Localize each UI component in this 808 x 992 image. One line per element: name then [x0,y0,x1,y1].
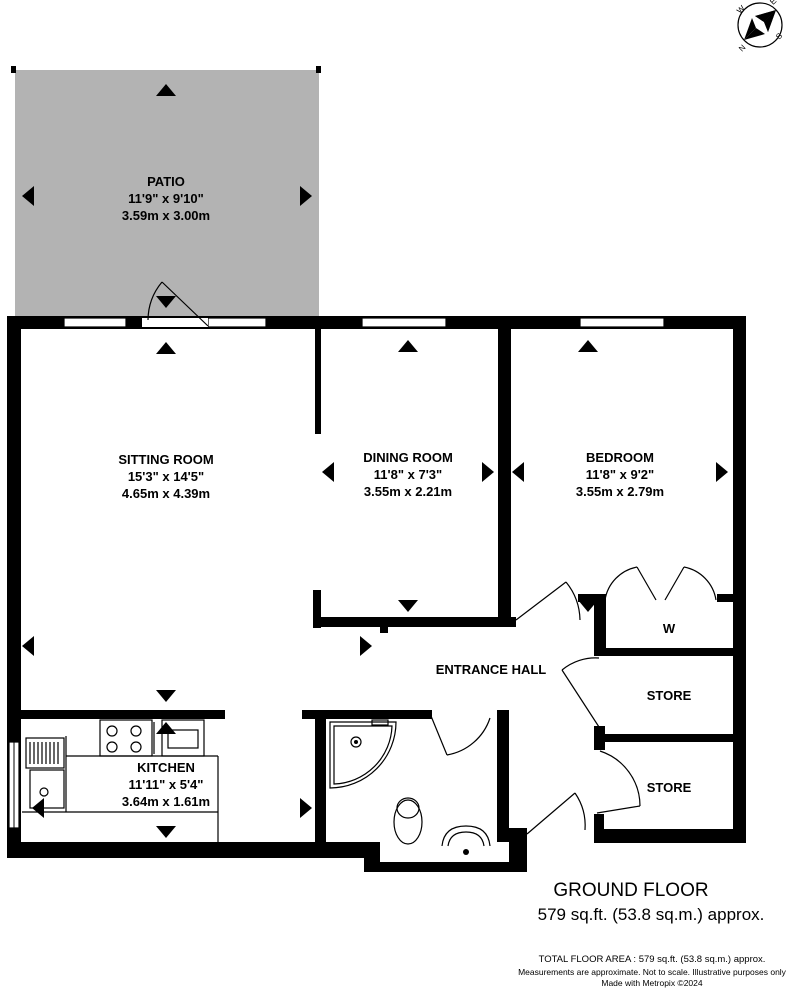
room-size-imperial: 15'3" x 14'5" [128,469,204,484]
kitchen-fittings [22,719,219,842]
total-floor-area: TOTAL FLOOR AREA : 579 sq.ft. (53.8 sq.m… [539,954,766,965]
outer-walls [7,316,746,872]
room-size-metric: 3.64m x 1.61m [122,794,210,809]
room-size-imperial: 11'9" x 9'10" [128,191,204,206]
compass-rose-icon: S W N E [735,0,784,53]
room-size-metric: 3.55m x 2.21m [364,484,452,499]
patio-area [15,70,319,318]
compass-letter-n: N [737,43,748,54]
room-size-imperial: 11'8" x 7'3" [374,467,442,482]
window [207,317,267,328]
window [579,317,665,328]
credit-text: Made with Metropix ©2024 [601,978,703,988]
dimension-arrows [22,84,728,838]
room-name-kitchen: KITCHEN [137,760,195,775]
disclaimer-text: Measurements are approximate. Not to sca… [518,967,787,977]
compass-letter-s: S [774,31,784,41]
floor-area: 579 sq.ft. (53.8 sq.m.) approx. [538,905,765,924]
room-size-imperial: 11'11" x 5'4" [129,777,204,792]
room-name-store: STORE [647,688,692,703]
window [63,317,127,328]
interior-walls [20,326,746,844]
window [361,317,447,328]
room-name-dining-room: DINING ROOM [363,450,453,465]
room-size-metric: 3.55m x 2.79m [576,484,664,499]
room-name-sitting-room: SITTING ROOM [118,452,213,467]
room-size-imperial: 11'8" x 9'2" [586,467,654,482]
bathroom-fittings [329,719,491,855]
compass-letter-e: E [768,0,778,7]
room-name-store: STORE [647,780,692,795]
room-name-wardrobe: W [663,621,676,636]
room-name-patio: PATIO [147,174,185,189]
room-name-bedroom: BEDROOM [586,450,654,465]
floor-title: GROUND FLOOR [553,880,708,901]
room-size-metric: 4.65m x 4.39m [122,486,210,501]
room-size-metric: 3.59m x 3.00m [122,208,210,223]
room-name-entrance-hall: ENTRANCE HALL [436,662,547,677]
